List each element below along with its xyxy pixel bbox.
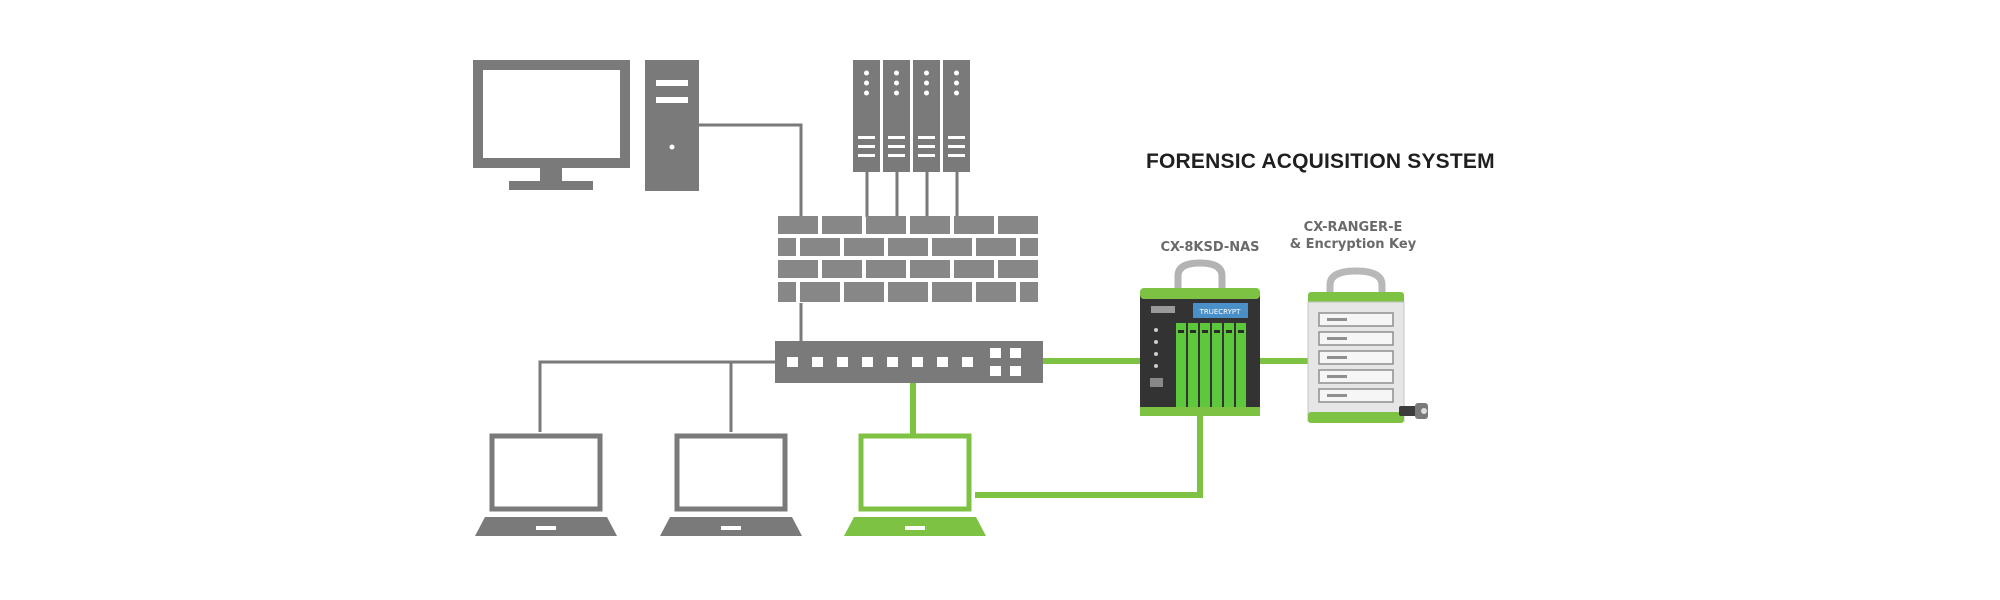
server-rack-icon [853,60,970,172]
firewall-icon [778,216,1038,302]
server-unit [883,60,910,172]
ranger-label-line1: CX-RANGER-E [1303,220,1403,235]
ranger-device-icon [1307,267,1405,423]
ranger-label-line2: & Encryption Key [1289,237,1417,252]
diagram-title: FORENSIC ACQUISITION SYSTEM [1146,150,1495,173]
server-unit [943,60,970,172]
tower-to-firewall-line [698,123,803,217]
gray-connections [538,123,959,432]
server-unit [913,60,940,172]
nas-screen-text: TRUECRYPT [1199,308,1241,316]
green-connections [910,358,1310,498]
network-switch-icon [775,341,1043,383]
monitor-icon [473,60,630,190]
nas-device-icon: TRUECRYPT [1140,259,1260,416]
laptop-to-nas-line [975,414,1203,498]
encryption-key-icon [1399,403,1428,419]
pc-tower-icon [645,60,699,191]
laptop-icon [660,433,802,536]
switch-to-laptops-line [538,360,775,432]
server-unit [853,60,880,172]
acquisition-laptop-icon [844,433,986,536]
nas-label: CX-8KSD-NAS [1160,240,1260,255]
ranger-label: CX-RANGER-E & Encryption Key [1288,219,1418,253]
laptop-icon [475,433,617,536]
